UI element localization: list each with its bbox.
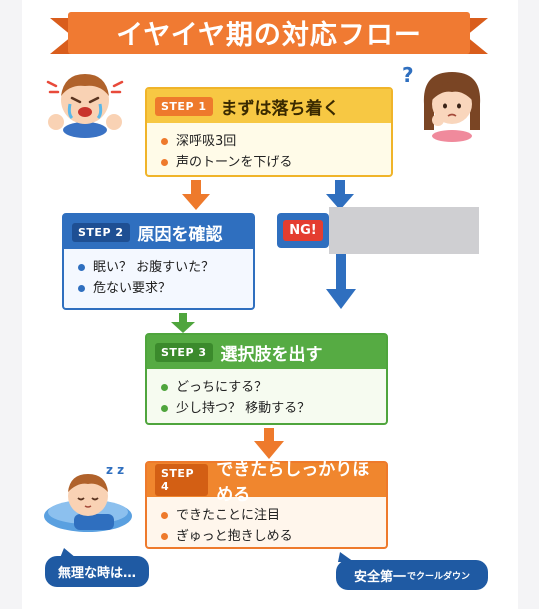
step-3-box: STEP 3 選択肢を出す どっちにする？ 少し持つ？ 移動する？ bbox=[145, 333, 388, 425]
title-ribbon: イヤイヤ期の対応フロー bbox=[50, 10, 488, 60]
bubble-tail-icon bbox=[338, 552, 354, 562]
list-item-text: 声のトーンを下げる bbox=[176, 155, 293, 170]
ribbon-shape bbox=[50, 12, 488, 54]
bullet-icon bbox=[161, 138, 168, 145]
step-1-list: 深呼吸3回 声のトーンを下げる bbox=[147, 123, 391, 173]
step-2-badge: STEP 2 bbox=[72, 222, 130, 242]
speech-bubble-right: 安全第一でクールダウン bbox=[336, 560, 488, 590]
list-item: どっちにする？ bbox=[161, 377, 386, 398]
step-3-list: どっちにする？ 少し持つ？ 移動する？ bbox=[147, 369, 386, 419]
bullet-icon bbox=[161, 159, 168, 166]
bullet-icon bbox=[161, 384, 168, 391]
sleeping-child-icon: z z bbox=[44, 463, 132, 532]
page-title: イヤイヤ期の対応フロー bbox=[116, 19, 422, 51]
arrow-down-icon bbox=[182, 180, 210, 210]
step-3-badge: STEP 3 bbox=[155, 342, 213, 362]
step-2-list: 眠い？ お腹すいた？ 危ない要求？ bbox=[64, 249, 253, 299]
crying-child-icon bbox=[46, 74, 124, 138]
bullet-icon bbox=[161, 512, 168, 519]
list-item-text: 眠い？ お腹すいた？ bbox=[93, 260, 215, 275]
bubble-right-main: 安全第一 bbox=[353, 569, 406, 585]
sleep-mark: z z bbox=[106, 463, 124, 477]
bullet-icon bbox=[78, 285, 85, 292]
ng-badge: NG! bbox=[283, 220, 323, 241]
step-2-box: STEP 2 原因を確認 眠い？ お腹すいた？ 危ない要求？ bbox=[62, 213, 255, 310]
list-item: 少し持つ？ 移動する？ bbox=[161, 398, 386, 419]
bubble-right-small: でクールダウン bbox=[407, 571, 471, 582]
speech-bubble-left: 無理な時は… bbox=[45, 556, 149, 587]
question-mark: ? bbox=[402, 63, 414, 87]
list-item: 眠い？ お腹すいた？ bbox=[78, 257, 253, 278]
list-item-text: ぎゅっと抱きしめる bbox=[176, 529, 293, 544]
step-4-header: STEP 4 できたらしっかりほめる bbox=[147, 460, 386, 505]
arrow-down-icon bbox=[326, 180, 354, 210]
list-item-text: 危ない要求？ bbox=[93, 281, 172, 296]
bubble-tail-icon bbox=[60, 548, 76, 558]
bullet-icon bbox=[78, 264, 85, 271]
arrow-down-icon bbox=[254, 428, 284, 459]
arrow-down-icon bbox=[171, 313, 195, 333]
bubble-left-text: 無理な時は… bbox=[57, 566, 136, 581]
list-item-text: どっちにする？ bbox=[176, 380, 268, 395]
step-2-header: STEP 2 原因を確認 bbox=[64, 215, 253, 249]
redacted-area bbox=[329, 207, 479, 254]
list-item: 声のトーンを下げる bbox=[161, 152, 391, 173]
step-4-badge: STEP 4 bbox=[155, 464, 209, 496]
step-4-list: できたことに注目 ぎゅっと抱きしめる bbox=[147, 497, 386, 547]
step-3-header: STEP 3 選択肢を出す bbox=[147, 335, 386, 369]
step-1-heading: まずは落ち着く bbox=[220, 98, 340, 119]
list-item: ぎゅっと抱きしめる bbox=[161, 526, 386, 547]
list-item: できたことに注目 bbox=[161, 505, 386, 526]
bullet-icon bbox=[161, 533, 168, 540]
step-1-box: STEP 1 まずは落ち着く 深呼吸3回 声のトーンを下げる bbox=[145, 87, 393, 177]
list-item: 危ない要求？ bbox=[78, 278, 253, 299]
ng-box: NG! bbox=[277, 213, 329, 248]
list-item-text: 深呼吸3回 bbox=[176, 134, 237, 149]
step-4-heading: できたらしっかりほめる bbox=[216, 460, 370, 505]
list-item: 深呼吸3回 bbox=[161, 131, 391, 152]
step-4-box: STEP 4 できたらしっかりほめる できたことに注目 ぎゅっと抱きしめる bbox=[145, 460, 388, 549]
step-2-heading: 原因を確認 bbox=[137, 224, 223, 245]
step-1-header: STEP 1 まずは落ち着く bbox=[147, 89, 391, 123]
bullet-icon bbox=[161, 405, 168, 412]
step-3-heading: 選択肢を出す bbox=[220, 344, 323, 365]
list-item-text: 少し持つ？ 移動する？ bbox=[176, 401, 311, 416]
list-item-text: できたことに注目 bbox=[176, 508, 281, 523]
arrow-down-icon bbox=[326, 253, 356, 309]
step-1-badge: STEP 1 bbox=[155, 96, 213, 116]
worried-girl-icon: ? bbox=[402, 63, 481, 142]
